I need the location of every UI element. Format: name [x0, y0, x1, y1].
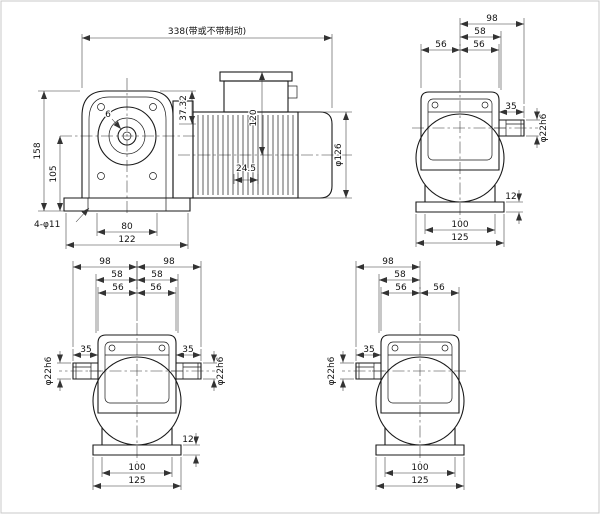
dim-label-56-right: 56 [150, 283, 162, 293]
dim-label-125: 125 [128, 476, 145, 486]
fan-cover [298, 111, 333, 199]
dim-axis-height: 105 [48, 136, 63, 211]
dim-label-125: 125 [411, 476, 428, 486]
dim-label-35-left: 35 [80, 345, 91, 355]
dim-motor-diameter: φ126 [300, 111, 352, 199]
dim-label-98-right: 98 [163, 257, 175, 267]
terminal-box [219, 71, 298, 113]
dim-label-56-right: 56 [473, 40, 485, 50]
front-view-left-shaft: 98 58 56 56 35 φ22h6 100 125 [326, 256, 469, 490]
dim-foot-pitch: 80 [96, 213, 158, 236]
dim-total-height: 158 [32, 90, 80, 212]
centerlines [60, 78, 352, 216]
dim-37-32: 37.32 [160, 90, 196, 125]
dim-label-56-right: 56 [433, 283, 445, 293]
dim-24-5: 24.5 [233, 163, 259, 184]
dim-label-98: 98 [486, 14, 498, 24]
dim-overall-length: 338(带或不带制动) [81, 24, 333, 108]
dim-foot-holes: 4-φ11 [33, 207, 90, 231]
dim-label-35: 35 [363, 345, 374, 355]
dim-label-58: 58 [394, 270, 406, 280]
dim-label-158: 158 [33, 142, 43, 159]
dim-label-12: 12 [505, 192, 516, 202]
dim-label-shaft-dia: φ22h6 [539, 113, 549, 142]
dim-label-motor-dia: φ126 [334, 143, 344, 166]
dim-label-37-32: 37.32 [179, 95, 189, 121]
dim-label-12: 12 [182, 435, 193, 445]
dim-label-80: 80 [121, 222, 133, 232]
dim-label-58-right: 58 [151, 270, 163, 280]
dim-label-35-right: 35 [182, 345, 193, 355]
dim-label-shaft-dia-left: φ22h6 [44, 356, 54, 385]
dim-label-98: 98 [382, 257, 394, 267]
dim-label-56-left: 56 [395, 283, 407, 293]
dim-label-58: 58 [474, 27, 486, 37]
dim-foot-width: 122 [65, 213, 189, 249]
dim-label-122: 122 [118, 235, 135, 245]
side-view: 338(带或不带制动) 158 105 4-φ11 80 122 [32, 24, 352, 249]
dim-label-58-left: 58 [111, 270, 123, 280]
dim-label-6: 6 [105, 110, 111, 120]
dim-label-56-left: 56 [112, 283, 124, 293]
dim-label-120: 120 [249, 109, 259, 126]
dim-120: 120 [248, 71, 292, 155]
dim-label-105: 105 [49, 165, 59, 182]
dim-label-56-left: 56 [435, 40, 447, 50]
dim-label-125: 125 [451, 233, 468, 243]
dim-label-shaft-dia: φ22h6 [327, 356, 337, 385]
front-view-double-shaft: 98 98 58 58 56 56 35 35 φ22h6 φ22h6 12 1… [43, 256, 227, 490]
dim-label-overall: 338(带或不带制动) [168, 25, 246, 37]
front-view-right-shaft: 98 58 56 56 35 φ22h6 12 100 125 [411, 13, 550, 247]
dim-label-35: 35 [505, 102, 516, 112]
dim-label-100: 100 [128, 463, 145, 473]
dim-6: 6 [104, 109, 122, 130]
gearbox-housing [81, 90, 174, 198]
dim-label-24-5: 24.5 [236, 164, 256, 174]
dim-label-shaft-dia-right: φ22h6 [216, 356, 226, 385]
dim-label-foot-holes: 4-φ11 [34, 220, 60, 230]
dim-label-100: 100 [451, 220, 468, 230]
dim-label-100: 100 [411, 463, 428, 473]
cable-gland [287, 85, 298, 99]
dim-label-98-left: 98 [99, 257, 111, 267]
